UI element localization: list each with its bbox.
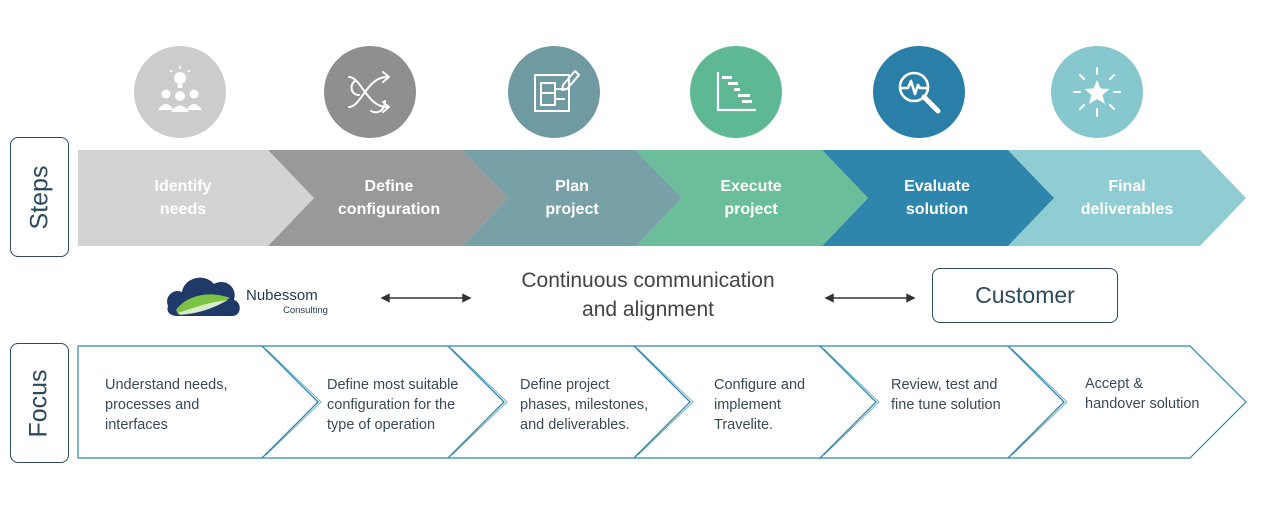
gantt-chart-icon [716, 72, 756, 112]
step-chevron-execute [636, 150, 868, 246]
sparkle-star-icon [1073, 67, 1121, 117]
logo-name: Nubessom [246, 287, 318, 304]
focus-text-6: Accept &handover solution [1085, 376, 1200, 412]
magnify-pulse-icon [898, 71, 941, 114]
icon-circle-execute [690, 46, 782, 138]
step-chevron-evaluate [822, 150, 1054, 246]
step-chevron-identify [78, 150, 314, 246]
icon-circle-define [324, 46, 416, 138]
icon-circle-identify [134, 46, 226, 138]
step-chevron-define [268, 150, 508, 246]
crossing-arrows-icon [348, 71, 390, 114]
icon-circle-final [1051, 46, 1143, 138]
lightbulb-team-icon [158, 66, 202, 112]
customer-label: Customer [975, 282, 1075, 308]
icon-circle-plan [508, 46, 600, 138]
customer-box: Customer [932, 268, 1118, 323]
double-arrow-left [380, 293, 472, 303]
icon-circle-evaluate [873, 46, 965, 138]
nubessom-logo-mark [167, 277, 240, 316]
double-arrow-right [824, 293, 916, 303]
focus-label-box: Focus [10, 343, 69, 463]
step-chevron-final [1008, 150, 1246, 246]
blueprint-pencil-icon [534, 70, 580, 112]
logo-subtitle: Consulting [283, 305, 328, 316]
step-chevron-plan [462, 150, 682, 246]
focus-chevron-6 [1006, 345, 1247, 459]
steps-label-box: Steps [10, 137, 69, 257]
